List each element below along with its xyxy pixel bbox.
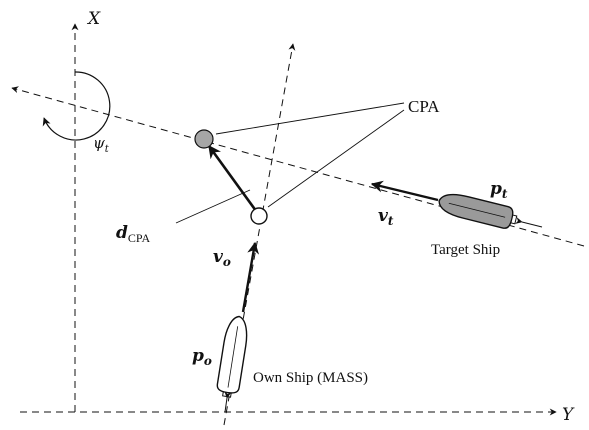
x-axis-label: X: [86, 9, 101, 29]
cpa-point: [194, 129, 214, 149]
cpa-leader-line-2: [267, 109, 405, 208]
own-ship-stern: [222, 391, 232, 398]
dcpa-leader-line: [175, 189, 251, 224]
heading-angle-label: ψt: [93, 134, 110, 155]
own-velocity-vector: [241, 241, 260, 313]
own-position-label: po: [192, 346, 212, 368]
cpa-leader-line-1: [215, 102, 405, 135]
dcpa-vector: [207, 144, 261, 216]
target-ship-label: Target Ship: [431, 242, 500, 258]
own-wake-line: [224, 391, 232, 413]
y-axis-label: Y: [562, 405, 575, 425]
own-ship: [216, 315, 248, 398]
cpa-label: CPA: [408, 97, 440, 116]
dcpa-label: dCPA: [116, 223, 150, 245]
own-velocity-label: vo: [213, 247, 231, 269]
target-position-label: pt: [490, 179, 508, 201]
target-velocity-vector: [370, 180, 439, 202]
target-wake-line: [515, 217, 543, 228]
own-ship-centerline: [227, 326, 239, 388]
own-ship-label: Own Ship (MASS): [253, 370, 368, 386]
own-predicted-point: [250, 207, 268, 225]
target-velocity-label: vt: [378, 206, 394, 228]
target-ship-centerline: [448, 202, 506, 218]
heading-angle-arc: [42, 71, 111, 141]
